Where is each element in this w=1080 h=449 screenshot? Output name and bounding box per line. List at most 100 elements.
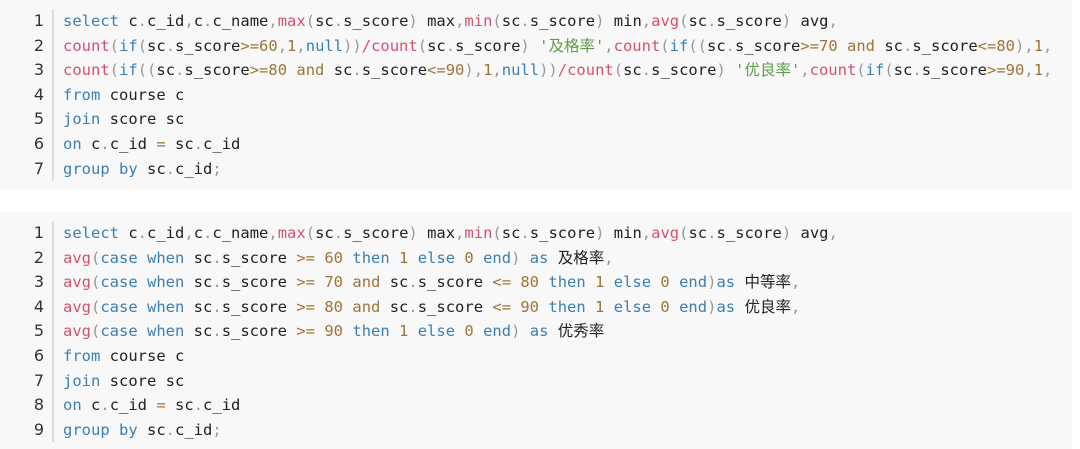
code-text[interactable]: avg(case when sc.s_score >= 90 then 1 el… (54, 319, 604, 344)
code-token: end (483, 248, 512, 267)
code-token: s_score (221, 273, 297, 292)
code-token: , (641, 12, 652, 30)
code-token: s_score (455, 36, 521, 55)
code-token: c_id (203, 396, 241, 415)
code-token: , (492, 61, 502, 80)
code-text[interactable]: avg(case when sc.s_score >= 80 and sc.s_… (54, 295, 800, 320)
code-text[interactable]: join score sc (54, 107, 184, 132)
code-text[interactable]: join score sc (54, 369, 184, 394)
code-token: , (268, 224, 278, 242)
code-token: ( (305, 224, 316, 242)
line-number: 4 (0, 294, 54, 320)
code-token: . (725, 36, 735, 55)
code-token: avg (651, 224, 680, 242)
code-token: c_name (212, 224, 269, 242)
code-token: c_name (212, 12, 269, 30)
code-token (390, 249, 399, 267)
code-text[interactable]: on c.c_id = sc.c_id (54, 132, 240, 157)
code-token: 1 (1033, 36, 1044, 55)
line-number: 6 (0, 131, 54, 157)
code-token: sc (706, 36, 726, 55)
code-token: 1 (595, 297, 605, 316)
code-text[interactable]: avg(case when sc.s_score >= 70 and sc.s_… (54, 270, 800, 295)
code-token: s_score (912, 36, 978, 55)
code-token: )) (343, 36, 362, 55)
line-number: 5 (0, 319, 54, 344)
code-token: s_score (921, 61, 988, 80)
code-token (474, 249, 483, 267)
code-text[interactable]: count(if(sc.s_score>=60,1,null))/count(s… (54, 34, 1052, 59)
code-token: , (455, 12, 465, 30)
code-token: , (296, 36, 306, 55)
code-text[interactable]: from course c (54, 344, 184, 369)
code-token: sc (165, 396, 194, 415)
code-token: join (63, 110, 101, 129)
code-token: else (417, 322, 456, 341)
code-token: and (296, 61, 325, 80)
code-token: 0 (660, 273, 670, 292)
code-token: ( (613, 61, 624, 80)
code-token: ( (679, 224, 689, 242)
code-text[interactable]: select c.c_id,c.c_name,max(sc.s_score) m… (54, 9, 838, 34)
code-token (455, 322, 464, 340)
code-token: as (716, 297, 736, 316)
code-token: and (352, 273, 381, 292)
code-token: end (679, 273, 708, 292)
code-token (520, 322, 529, 340)
code-token: c_id (175, 159, 213, 178)
code-token: avg (791, 224, 829, 242)
code-token: , (268, 12, 278, 30)
code-token: . (352, 61, 362, 80)
code-token: >=80 (249, 61, 288, 80)
code-token: >= 70 (296, 273, 344, 292)
code-token: . (100, 396, 110, 415)
code-token: = (156, 396, 166, 415)
code-token: s_score (343, 224, 409, 242)
code-token: '及格率' (539, 36, 605, 55)
code-token: /count (557, 61, 614, 80)
code-token: as (529, 248, 549, 267)
code-token: avg (791, 12, 829, 30)
line-number: 6 (0, 343, 54, 369)
code-token: count (613, 36, 661, 55)
code-text[interactable]: avg(case when sc.s_score >= 60 then 1 el… (54, 246, 614, 271)
code-token (651, 273, 660, 291)
code-token: c_id (147, 12, 185, 30)
code-token: s_score (184, 61, 250, 80)
code-token: ) (781, 224, 792, 242)
code-text[interactable]: from course c (54, 83, 184, 108)
code-token: sc (501, 12, 521, 30)
code-text[interactable]: group by sc.c_id; (54, 418, 222, 443)
code-token: , (184, 224, 194, 242)
code-token: ( (884, 61, 894, 80)
code-token: sc (315, 12, 334, 30)
code-token: sc (137, 159, 166, 178)
code-token: ( (305, 12, 316, 30)
code-text[interactable]: group by sc.c_id; (54, 157, 222, 182)
code-token: 1 (483, 61, 493, 80)
code-token: . (212, 273, 222, 292)
code-token: >=90 (987, 61, 1025, 80)
code-token: course c (100, 346, 185, 365)
code-token: avg (651, 12, 680, 30)
code-block-1: 1 select c.c_id,c.c_name,max(sc.s_score) … (0, 0, 1072, 189)
code-token: ) (707, 273, 717, 292)
code-text[interactable]: select c.c_id,c.c_name,max(sc.s_score) m… (54, 221, 838, 246)
code-token: >=70 (800, 36, 838, 55)
code-token: 优良率 (735, 297, 791, 316)
code-token: 0 (464, 322, 474, 341)
code-token (408, 322, 417, 340)
code-token: sc (147, 36, 166, 55)
line-number: 7 (0, 156, 54, 182)
code-token: case when (100, 273, 185, 292)
code-token: . (912, 61, 922, 80)
code-text[interactable]: on c.c_id = sc.c_id (54, 393, 240, 418)
code-token (343, 249, 352, 267)
code-token: as (716, 273, 736, 292)
code-text[interactable]: count(if((sc.s_score>=80 and sc.s_score<… (54, 58, 1052, 83)
code-token: end (679, 297, 708, 316)
